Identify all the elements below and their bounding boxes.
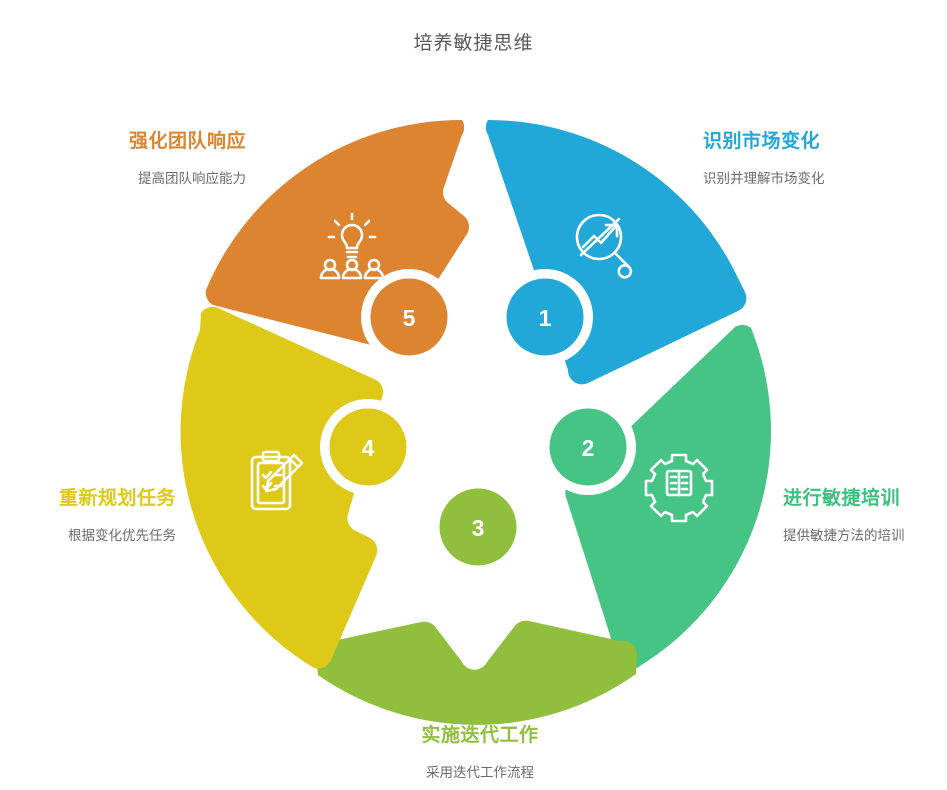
badge-3-number: 3 <box>472 515 485 541</box>
segment-2[interactable] <box>565 324 771 670</box>
badge-4[interactable]: 4 <box>326 405 410 489</box>
badge-5-number: 5 <box>403 305 416 331</box>
label-2-desc: 提供敏捷方法的培训 <box>783 528 905 543</box>
label-1-desc: 识别并理解市场变化 <box>703 171 825 186</box>
badge-2[interactable]: 2 <box>546 405 630 489</box>
magnifier-trend-icon <box>575 213 633 279</box>
segment-icons <box>250 212 714 636</box>
badge-3[interactable]: 3 <box>436 485 520 569</box>
clipboard-pencil-icon <box>250 450 304 511</box>
badge-1[interactable]: 1 <box>503 275 587 359</box>
badge-5[interactable]: 5 <box>367 275 451 359</box>
badge-1-number: 1 <box>539 305 552 331</box>
label-group-1: 识别市场变化 识别并理解市场变化 <box>703 126 825 187</box>
gear-document-icon <box>644 453 714 523</box>
badge-4-number: 4 <box>362 435 375 461</box>
person-cycle-icon <box>453 592 503 636</box>
label-group-3: 实施迭代工作 采用迭代工作流程 <box>336 720 624 781</box>
step-badges: 1 2 3 4 5 <box>326 275 630 569</box>
page-title: 培养敏捷思维 <box>413 33 534 54</box>
label-4-desc: 根据变化优先任务 <box>68 528 176 543</box>
label-1-title: 识别市场变化 <box>703 131 821 152</box>
label-group-5: 强化团队响应 提高团队响应能力 <box>0 126 246 187</box>
badge-2-number: 2 <box>582 435 595 461</box>
segment-4[interactable] <box>180 306 384 669</box>
label-group-2: 进行敏捷培训 提供敏捷方法的培训 <box>783 483 905 544</box>
label-5-desc: 提高团队响应能力 <box>138 171 246 186</box>
label-4-title: 重新规划任务 <box>58 488 176 509</box>
label-group-4: 重新规划任务 根据变化优先任务 <box>0 483 176 544</box>
label-3-desc: 采用迭代工作流程 <box>426 765 534 780</box>
donut-segments <box>180 119 771 725</box>
lightbulb-team-icon <box>319 212 385 280</box>
label-5-title: 强化团队响应 <box>128 131 246 152</box>
segment-3[interactable] <box>315 620 638 725</box>
label-2-title: 进行敏捷培训 <box>783 488 901 509</box>
label-3-title: 实施迭代工作 <box>421 725 539 746</box>
